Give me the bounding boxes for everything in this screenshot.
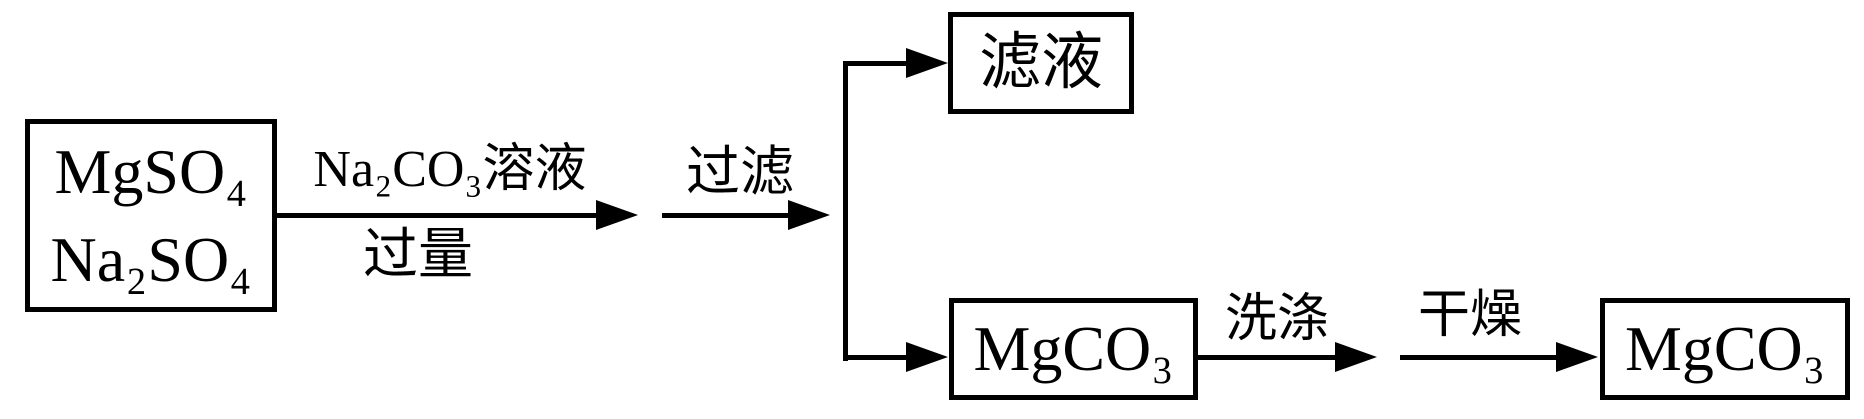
filtrate-box: 滤液 [948,12,1134,114]
branch-vertical-line [843,61,848,361]
reagent-arrow-head [596,200,638,230]
source-formula-line2: Na₂SO₄ [50,223,252,295]
filtrate-label: 滤液 [978,29,1103,97]
filtrate-branch-line [843,61,908,66]
reagent-arrow-line [277,213,598,218]
dry-arrow-line [1400,355,1558,360]
product-box: MgCO₃ [1600,298,1850,400]
dry-arrow-head [1556,342,1598,372]
precipitate-box: MgCO₃ [949,298,1198,400]
filter-arrow-line [662,213,788,218]
precipitate-formula: MgCO₃ [973,313,1174,384]
reagent-label: Na₂CO₃溶液 [313,141,587,198]
filter-arrow-head [788,200,830,230]
source-formula-line1: MgSO₄ [54,135,248,207]
wash-arrow-line [1198,355,1337,360]
excess-label: 过量 [362,224,474,285]
filtrate-branch-arrow-head [906,48,948,78]
wash-arrow-head [1335,342,1377,372]
dry-label: 干燥 [1417,287,1523,344]
product-formula: MgCO₃ [1624,313,1826,384]
source-mixture-box: MgSO₄ Na₂SO₄ [25,119,277,312]
precipitate-branch-line [843,355,908,360]
precipitate-branch-arrow-head [906,342,948,372]
wash-label: 洗涤 [1224,291,1330,348]
filter-label: 过滤 [686,142,794,202]
